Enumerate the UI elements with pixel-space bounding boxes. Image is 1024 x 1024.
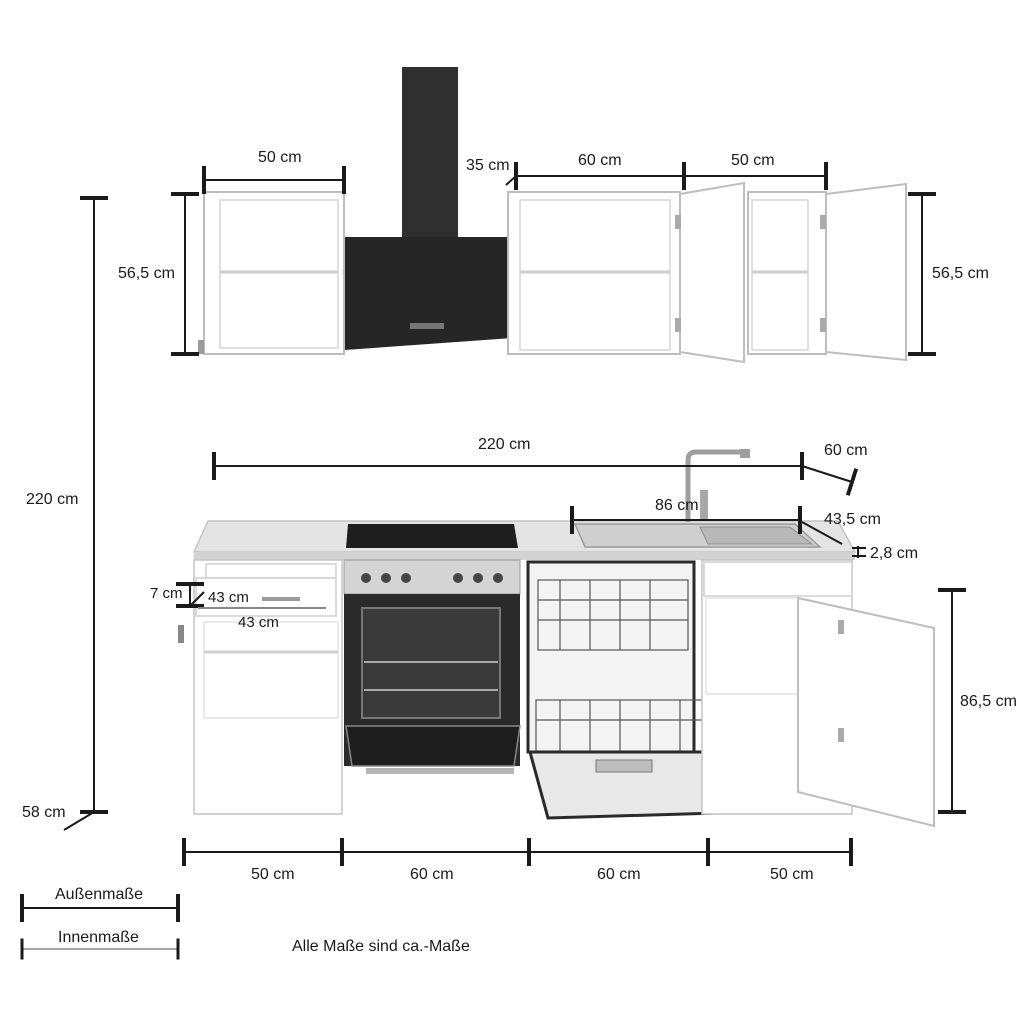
dimension-lines (20, 162, 966, 960)
total-width-label: 220 cm (478, 436, 531, 453)
oven-knobs-icon (361, 573, 503, 583)
legend-outer-label: Außenmaße (55, 886, 144, 903)
hood-buttons-icon (410, 323, 444, 329)
base-cabinet-left (178, 559, 343, 815)
base-cabinet-right (701, 559, 935, 828)
upper-cabinet-middle (507, 181, 745, 364)
upper-right-width-label: 50 cm (731, 152, 775, 169)
range-hood (345, 67, 515, 350)
base-width-label: 50 cm (770, 866, 814, 883)
upper-mid-width-label: 60 cm (578, 152, 622, 169)
drawer-height-label: 7 cm (150, 585, 183, 602)
dishwasher (526, 560, 755, 820)
base-width-label: 60 cm (597, 866, 641, 883)
upper-height-right-label: 56,5 cm (932, 265, 989, 282)
base-height-label: 86,5 cm (960, 693, 1017, 710)
total-height-label: 220 cm (26, 491, 79, 508)
legend-note: Alle Maße sind ca.-Maße (292, 938, 470, 955)
upper-left-width-label: 50 cm (258, 149, 302, 166)
upper-height-left-label: 56,5 cm (118, 265, 175, 282)
upper-hood-gap-label: 35 cm (466, 157, 510, 174)
dish-rack-upper-icon (537, 579, 689, 651)
oven (343, 559, 521, 774)
upper-cabinet-right (747, 182, 907, 362)
inner-depth-a-label: 43 cm (208, 589, 249, 606)
sink-depth-label: 43,5 cm (824, 511, 881, 528)
inner-depth-b-label: 43 cm (238, 614, 279, 631)
cooktop (346, 524, 518, 548)
worktop-thickness-label: 2,8 cm (870, 545, 919, 562)
legend-inner-label: Innenmaße (58, 929, 139, 946)
floor-depth-label: 58 cm (22, 804, 66, 821)
counter-depth-label: 60 cm (824, 442, 868, 459)
sink-width-label: 86 cm (655, 497, 699, 514)
base-width-label: 50 cm (251, 866, 295, 883)
base-width-label: 60 cm (410, 866, 454, 883)
upper-cabinet-left (198, 191, 345, 355)
